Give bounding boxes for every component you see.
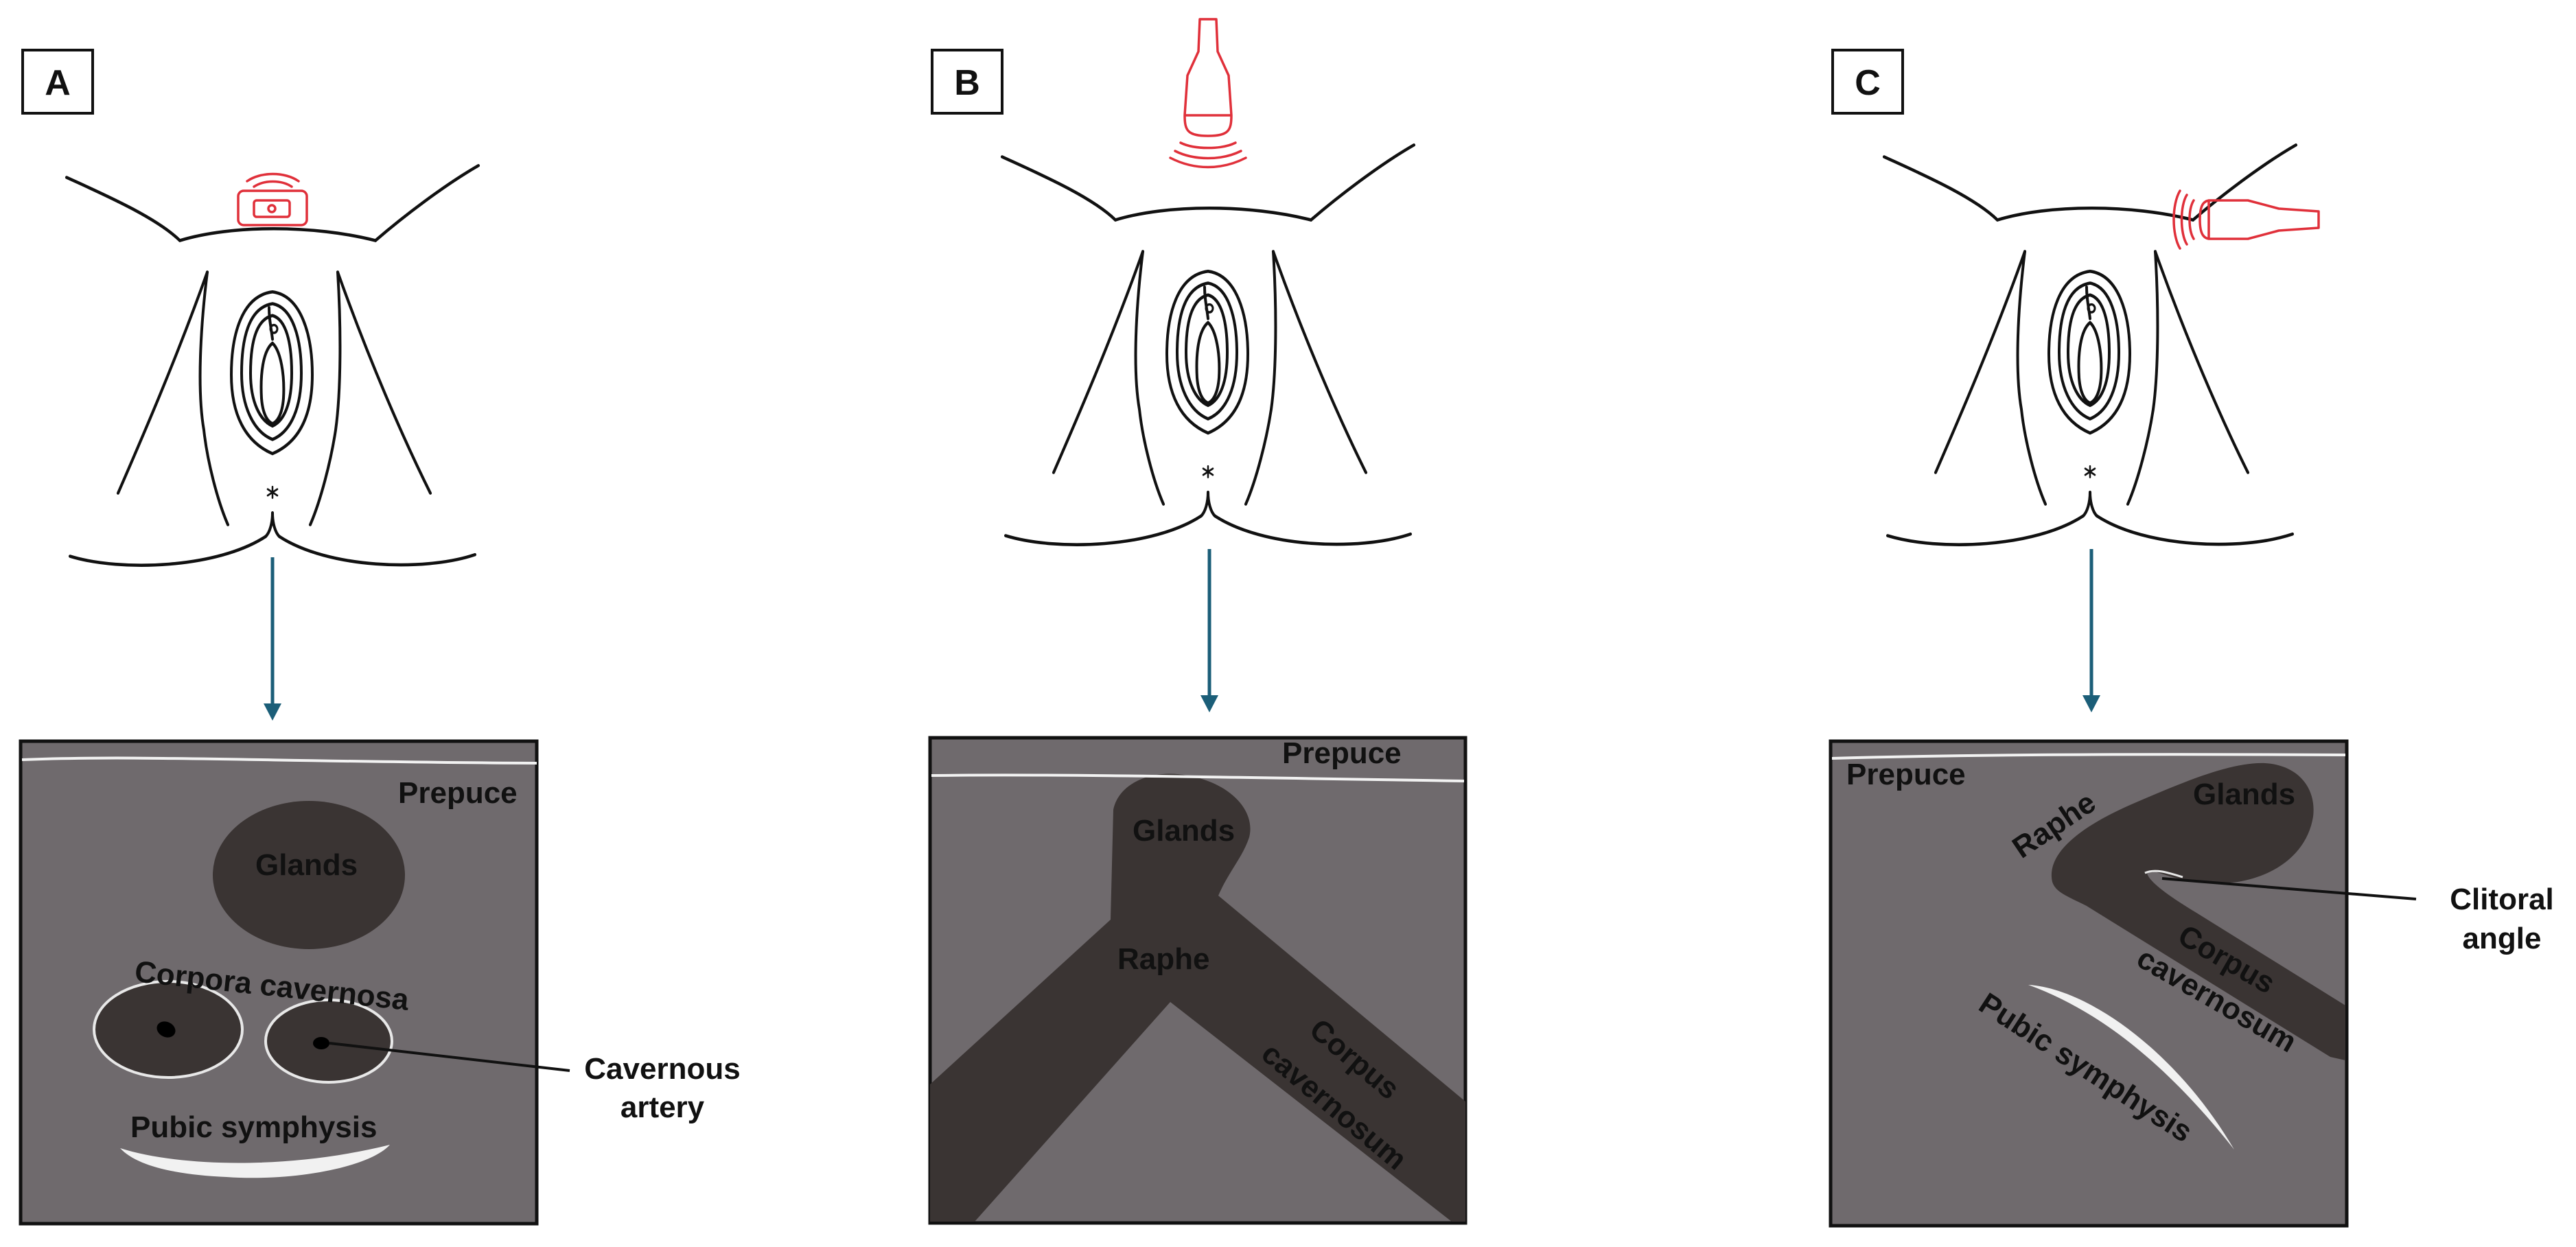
panel-c-anatomy-drawing xyxy=(1884,145,2296,544)
panel-b-anatomy-drawing xyxy=(1002,145,1414,544)
panel-c-angle-label-line1: Clitoral xyxy=(2450,883,2554,916)
panel-c-prepuce-label: Prepuce xyxy=(1846,758,1966,791)
panel-c-tissue-shape xyxy=(2051,762,2345,1060)
panel-a-artery-leader-line xyxy=(329,1042,570,1072)
panel-c-angle-leader-line xyxy=(2161,877,2417,900)
panel-a-ultrasound-probe-icon xyxy=(237,172,308,226)
panel-c: C Prepuce Glands Raphe Corpus cavernosum… xyxy=(1829,49,2554,1228)
panel-a-arrowhead xyxy=(264,703,281,721)
panel-a-prepuce-label: Prepuce xyxy=(398,776,518,810)
panel-a-artery-label-line1: Cavernous xyxy=(584,1052,740,1086)
panel-b-tissue-shape xyxy=(930,773,1465,1222)
panel-b-label-box xyxy=(931,49,1003,115)
panel-c-label: C xyxy=(1855,63,1881,103)
panel-c-angle-highlight xyxy=(2144,870,2183,878)
panel-b-label: B xyxy=(954,63,980,103)
panel-a-ultrasound-image: Prepuce Glands Corpora cavernosa Pubic s… xyxy=(19,739,539,1226)
panel-a: A Prepuce Glands Corpora cavernosa xyxy=(19,49,741,1226)
panel-a-artery-left xyxy=(156,1021,176,1038)
panel-a-pubic-label: Pubic symphysis xyxy=(130,1110,377,1144)
panel-a-artery-label-line2: artery xyxy=(620,1091,705,1124)
panel-b: B Prepuce Glands Raphe Corpus cavernosum xyxy=(928,18,1467,1225)
panel-a-glands-shape xyxy=(213,801,405,949)
panel-a-artery-right xyxy=(313,1037,329,1049)
panel-c-glands-label: Glands xyxy=(2193,778,2295,811)
panel-a-glands-label: Glands xyxy=(255,848,358,882)
panel-b-ultrasound-image: Prepuce Glands Raphe Corpus cavernosum xyxy=(928,736,1467,1225)
panel-c-ultrasound-image: Prepuce Glands Raphe Corpus cavernosum P… xyxy=(1829,739,2349,1228)
panel-a-pubic-bone xyxy=(120,1145,390,1178)
panel-b-glands-label: Glands xyxy=(1133,814,1235,848)
panel-b-raphe-label: Raphe xyxy=(1117,942,1209,976)
panel-c-label-box xyxy=(1831,49,1904,115)
panel-b-arrowhead xyxy=(1200,695,1218,712)
panel-c-ultrasound-probe-icon xyxy=(2172,189,2320,250)
panel-c-arrowhead xyxy=(2082,695,2100,712)
panel-b-prepuce-label: Prepuce xyxy=(1282,736,1402,770)
panel-c-angle-label-line2: angle xyxy=(2463,922,2542,955)
panel-b-ultrasound-probe-icon xyxy=(1169,18,1247,169)
panel-a-label-box xyxy=(21,49,94,115)
panel-a-label: A xyxy=(45,63,71,103)
